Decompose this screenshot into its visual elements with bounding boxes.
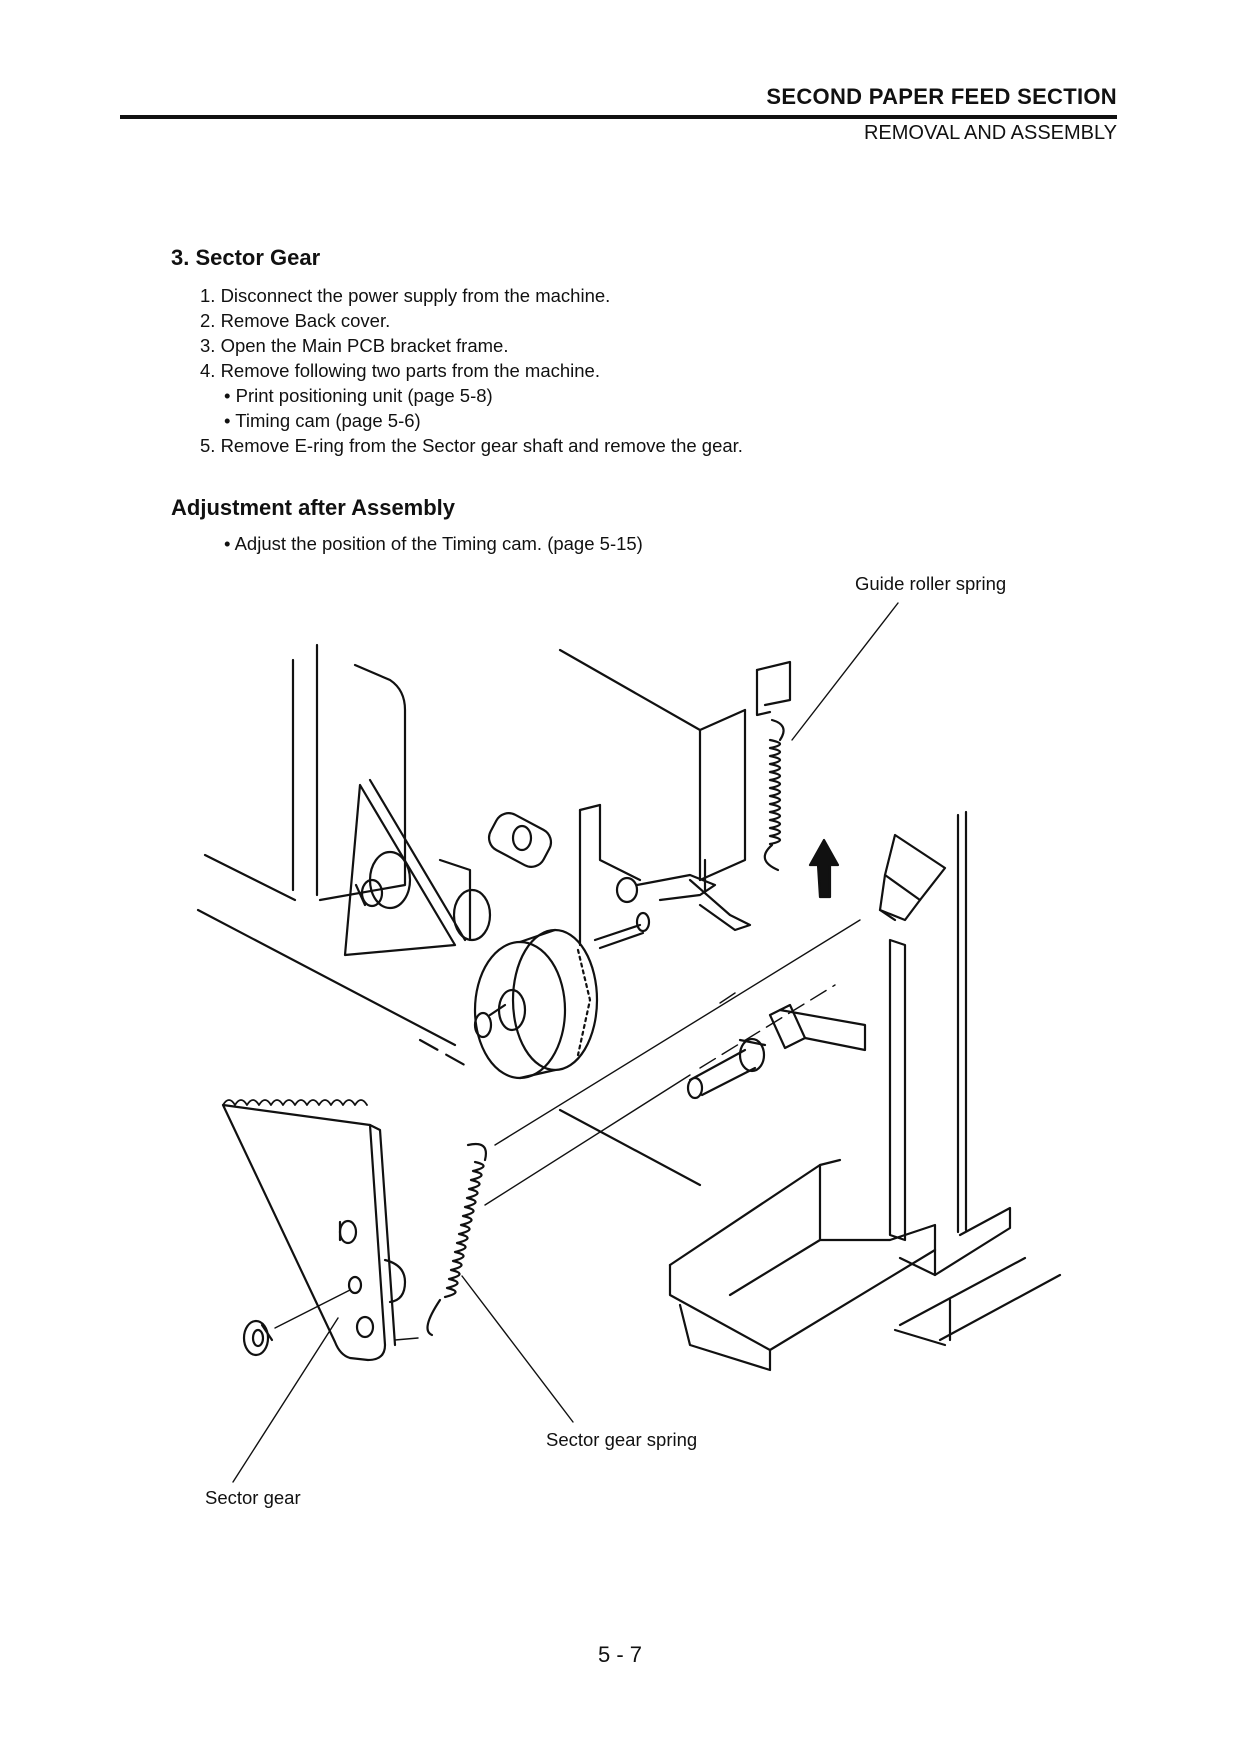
step-4: 4. Remove following two parts from the m… <box>200 360 600 381</box>
section-title: 3. Sector Gear <box>171 245 321 270</box>
sector-leaders <box>232 1275 574 1483</box>
sector-gear-spring <box>426 1142 487 1337</box>
upper-housing <box>487 648 747 947</box>
adjustment-title: Adjustment after Assembly <box>171 495 456 520</box>
header-subtitle: REMOVAL AND ASSEMBLY <box>863 122 1117 144</box>
frame-left-post <box>291 643 407 902</box>
procedure-steps: 1. Disconnect the power supply from the … <box>200 283 743 458</box>
page-number: 5 - 7 <box>597 1642 643 1667</box>
step-2: 2. Remove Back cover. <box>200 310 391 331</box>
guide-roller-spring <box>755 660 792 872</box>
small-bracket <box>768 1003 867 1052</box>
up-arrow-icon <box>808 838 840 899</box>
frame-diagonals <box>196 853 702 1187</box>
label-sector-gear-spring: Sector gear spring <box>546 1429 698 1450</box>
sector-gear-part <box>221 1099 407 1362</box>
e-ring-part <box>242 1319 274 1357</box>
bracket-plate <box>343 778 472 957</box>
step-4-sub-1: • Print positioning unit (page 5-8) <box>224 385 493 406</box>
step-4-sub-2: • Timing cam (page 5-6) <box>224 410 421 431</box>
step-5: 5. Remove E-ring from the Sector gear sh… <box>200 435 743 456</box>
header-section-title: SECOND PAPER FEED SECTION <box>766 84 1117 109</box>
adjustment-item: • Adjust the position of the Timing cam.… <box>224 533 643 554</box>
step-1: 1. Disconnect the power supply from the … <box>200 285 611 306</box>
label-sector-gear: Sector gear <box>205 1487 301 1508</box>
drive-gear <box>452 888 599 1080</box>
right-rails <box>888 810 968 1242</box>
label-guide-roller-spring: Guide roller spring <box>855 573 1007 594</box>
leader-guide-roller-spring <box>791 602 899 741</box>
assembly-axis-lines <box>484 919 861 1206</box>
guide-roller-lever <box>593 858 752 950</box>
paper-tray <box>668 1158 1062 1372</box>
step-3: 3. Open the Main PCB bracket frame. <box>200 335 509 356</box>
shaft-pin <box>686 1037 767 1100</box>
right-clip <box>878 833 947 922</box>
header-rule <box>120 115 1117 119</box>
